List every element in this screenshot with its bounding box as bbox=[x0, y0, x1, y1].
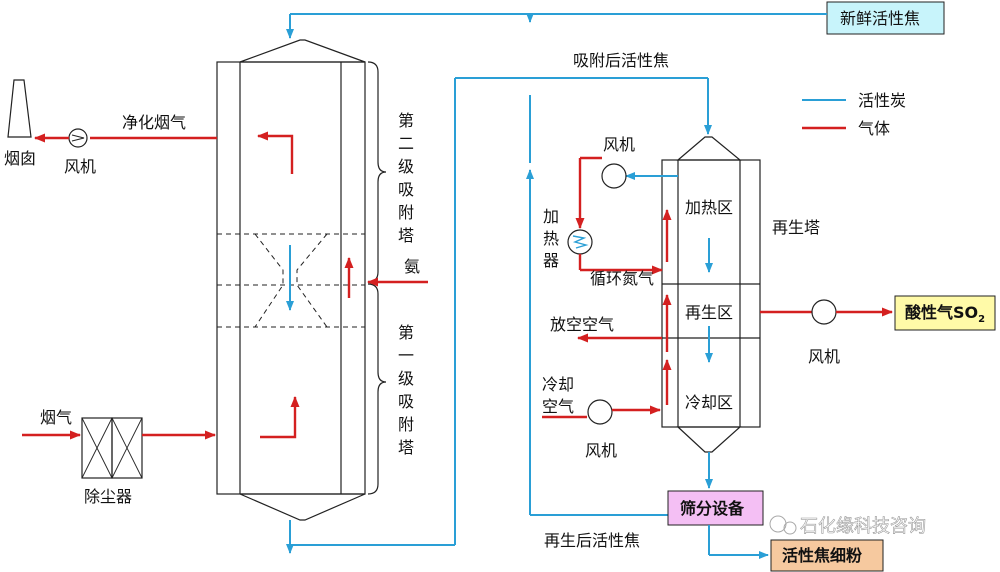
regen-zone-label: 再生区 bbox=[685, 303, 733, 322]
svg-text:附: 附 bbox=[398, 415, 414, 434]
brace-second-stage bbox=[367, 61, 387, 283]
heater-icon bbox=[567, 229, 593, 255]
regeneration-tower bbox=[661, 136, 761, 453]
fan-label-chimney: 风机 bbox=[64, 157, 96, 176]
fresh-coke-label: 新鲜活性焦 bbox=[840, 9, 920, 28]
ammonia-label: 氨 bbox=[404, 257, 420, 276]
brace-first-stage bbox=[367, 283, 387, 495]
coke-fines-label: 活性焦细粉 bbox=[782, 546, 862, 565]
svg-text:二: 二 bbox=[398, 134, 414, 153]
svg-text:第: 第 bbox=[398, 111, 414, 130]
svg-text:级: 级 bbox=[398, 369, 414, 388]
regen-tower-label: 再生塔 bbox=[772, 218, 820, 237]
cooling-zone-label: 冷却区 bbox=[685, 393, 733, 412]
screening-label: 筛分设备 bbox=[680, 499, 745, 518]
cooling-air-label-1: 冷却 bbox=[542, 375, 574, 394]
svg-text:活性炭: 活性炭 bbox=[858, 91, 906, 110]
adsorption-tower bbox=[216, 39, 366, 521]
dust-remover-icon bbox=[81, 417, 143, 479]
fan-icon bbox=[601, 163, 627, 189]
svg-text:第: 第 bbox=[398, 323, 414, 342]
fan-label-acid: 风机 bbox=[808, 347, 840, 366]
first-stage-tower-label: 第 一 级 吸 附 塔 bbox=[398, 323, 414, 457]
svg-text:附: 附 bbox=[398, 203, 414, 222]
svg-text:吸: 吸 bbox=[398, 392, 414, 411]
after-adsorb-coke-label: 吸附后活性焦 bbox=[573, 51, 669, 70]
heater-label-1: 加 bbox=[543, 207, 559, 226]
fresh-coke-box bbox=[826, 1, 945, 35]
svg-text:塔: 塔 bbox=[398, 226, 414, 245]
svg-text:吸: 吸 bbox=[398, 180, 414, 199]
dust-remover-label: 除尘器 bbox=[84, 487, 132, 506]
chimney bbox=[7, 79, 32, 138]
heating-zone-label: 加热区 bbox=[685, 198, 733, 217]
svg-text:塔: 塔 bbox=[398, 438, 414, 457]
vent-air-label: 放空空气 bbox=[550, 315, 614, 334]
acid-gas-box bbox=[894, 295, 996, 331]
acid-gas-label: 酸性气SO2 bbox=[905, 303, 985, 325]
heater-label-3: 器 bbox=[543, 251, 559, 270]
svg-text:气体: 气体 bbox=[858, 119, 890, 138]
chimney-label: 烟囱 bbox=[4, 149, 36, 168]
fan-label-heating: 风机 bbox=[603, 135, 635, 154]
fan-icon bbox=[587, 399, 613, 425]
regen-coke-label: 再生后活性焦 bbox=[544, 531, 640, 550]
fan-label-cooling: 风机 bbox=[585, 441, 617, 460]
circulating-nitrogen-label: 循环氮气 bbox=[590, 269, 654, 288]
legend: 活性炭 气体 bbox=[802, 91, 906, 138]
svg-text:石化缘科技咨询: 石化缘科技咨询 bbox=[800, 516, 926, 537]
coke-fines-box bbox=[770, 539, 884, 572]
svg-text:级: 级 bbox=[398, 157, 414, 176]
screening-box bbox=[667, 490, 764, 526]
flue-gas-label: 烟气 bbox=[40, 408, 72, 427]
heater-label-2: 热 bbox=[543, 229, 559, 248]
svg-text:一: 一 bbox=[398, 346, 414, 365]
cooling-air-label-2: 空气 bbox=[542, 397, 574, 416]
clean-flue-gas-label: 净化烟气 bbox=[122, 113, 186, 132]
watermark: 石化缘科技咨询 bbox=[769, 515, 926, 537]
second-stage-tower-label: 第 二 级 吸 附 塔 bbox=[398, 111, 414, 245]
fan-icon bbox=[68, 128, 88, 148]
fan-icon bbox=[811, 299, 837, 325]
